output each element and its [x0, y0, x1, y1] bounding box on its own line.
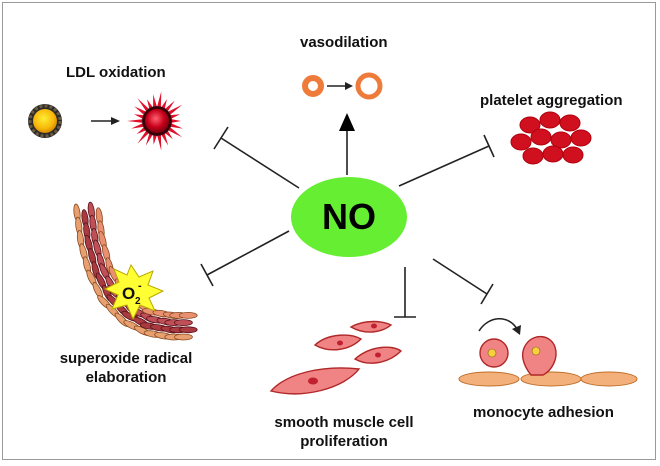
oxidized-ldl-spike	[168, 104, 183, 115]
oxidized-ldl-spike	[153, 135, 157, 145]
smooth-muscle-cell-icon	[269, 320, 403, 395]
oxidized-ldl-spike	[147, 99, 153, 109]
oxidized-ldl-spike	[161, 99, 167, 109]
label-platelet-aggregation: platelet aggregation	[480, 92, 623, 109]
superoxide-star-icon: O 2 -	[103, 263, 165, 321]
vessel-icon	[302, 72, 383, 100]
oxidized-ldl-spike	[157, 135, 162, 151]
vessel-wall-cell	[173, 333, 193, 341]
platelet-icon	[510, 111, 592, 165]
inhibit-bar-superoxide	[200, 263, 214, 287]
ldl-particle-icon	[28, 104, 62, 138]
no-effects-diagram: O 2 - vasodilation LDL	[2, 2, 656, 460]
monocyte-icon	[458, 318, 638, 387]
vessel-wall-cell	[173, 319, 193, 327]
label-superoxide-line2: elaboration	[85, 369, 167, 386]
inhibit-bar-ldl	[213, 126, 229, 150]
oxidized-ldl-spike	[165, 131, 173, 140]
label-smooth-muscle: smooth muscle cell proliferation	[259, 413, 429, 451]
connector-superoxide	[206, 230, 290, 276]
label-superoxide: superoxide radical elaboration	[41, 349, 211, 387]
oxidized-ldl-spike	[170, 114, 180, 119]
oxidized-ldl-spike	[157, 91, 162, 107]
oxidized-ldl-icon	[127, 91, 183, 151]
arrowhead-vasodilation	[339, 113, 355, 131]
oxidized-ldl-spike	[171, 119, 181, 123]
label-monocyte-adhesion: monocyte adhesion	[473, 404, 614, 421]
oxidized-ldl-spike	[161, 133, 169, 146]
oxidized-ldl-spike	[137, 131, 149, 144]
diagram-canvas: O 2 -	[28, 72, 638, 395]
inhibit-bar-platelet	[483, 134, 495, 158]
label-smooth-muscle-line1: smooth muscle cell	[274, 414, 414, 431]
connector-monocyte	[432, 258, 488, 295]
label-ldl-oxidation: LDL oxidation	[66, 64, 166, 81]
oxidized-ldl-spike	[127, 119, 143, 123]
vessel-wall-cell	[178, 326, 198, 334]
oxidized-ldl-spike	[134, 106, 146, 115]
vessel-wall-icon	[73, 201, 198, 341]
oxidized-ldl-spike	[170, 123, 183, 129]
svg-text:O: O	[122, 284, 135, 303]
vessel-wall-cell	[178, 311, 198, 319]
connector-ldl	[220, 137, 300, 189]
svg-text:2: 2	[135, 296, 141, 307]
no-label: NO	[322, 196, 376, 237]
label-smooth-muscle-line2: proliferation	[300, 433, 388, 450]
label-superoxide-line1: superoxide radical	[59, 350, 193, 367]
oxidized-ldl-spike	[136, 127, 146, 134]
connectors	[200, 113, 495, 318]
oxidized-ldl-spike	[165, 100, 175, 111]
no-ellipse	[291, 177, 407, 257]
inhibit-bar-monocyte	[480, 283, 494, 305]
label-vasodilation: vasodilation	[300, 34, 388, 51]
oxidized-ldl-spike	[131, 123, 144, 129]
oxidized-ldl-spike	[145, 133, 153, 146]
oxidized-ldl-spike	[137, 98, 149, 111]
oxidized-ldl-spike	[153, 94, 157, 107]
oxidized-ldl-spike	[134, 114, 144, 119]
connector-platelet	[398, 145, 490, 187]
oxidized-ldl-spike	[168, 127, 183, 138]
svg-text:-: -	[138, 280, 142, 292]
